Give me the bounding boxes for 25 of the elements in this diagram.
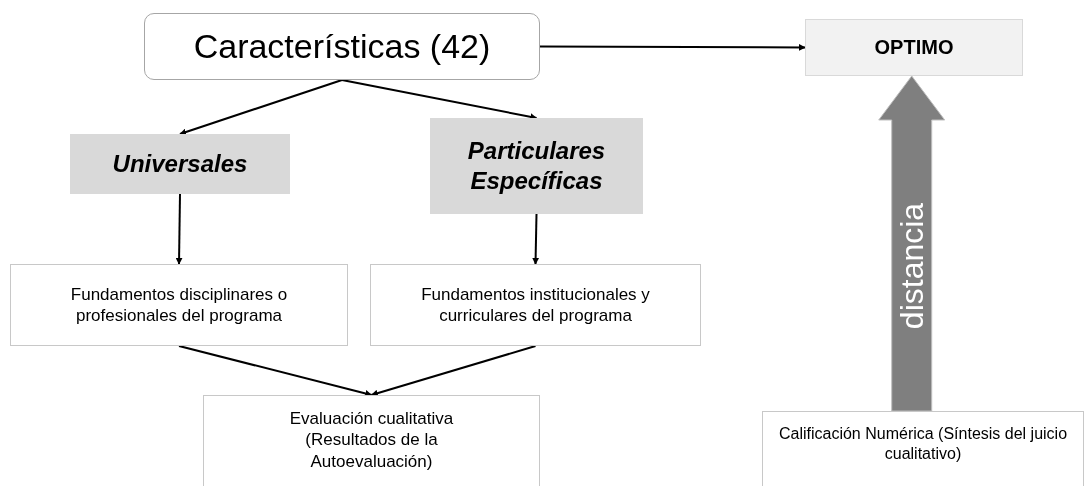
arrow bbox=[178, 345, 373, 397]
arrow bbox=[532, 213, 540, 265]
result-box bbox=[805, 19, 1023, 76]
arrow bbox=[179, 79, 343, 136]
node-label: OPTIMO bbox=[874, 35, 954, 60]
arrow bbox=[539, 44, 806, 51]
arrow bbox=[370, 345, 537, 397]
process-box bbox=[203, 395, 540, 486]
process-box bbox=[10, 264, 348, 346]
node-label: Calificación Numérica (Síntesis del juicio cualitativo) bbox=[777, 424, 1069, 464]
arrow bbox=[175, 193, 183, 265]
edge-label: distancia bbox=[895, 202, 928, 329]
node-label: Fundamentos disciplinares o profesionales del programa bbox=[69, 283, 289, 327]
category-box bbox=[430, 118, 643, 214]
node-label: Universales bbox=[112, 149, 248, 179]
process-box bbox=[370, 264, 701, 346]
rounded-box bbox=[144, 13, 540, 80]
node-label: Características (42) bbox=[193, 26, 491, 68]
node-label: Fundamentos institucionales y curriculares del programa bbox=[420, 283, 651, 327]
node-label: Evaluación cualitativa (Resultados de la Autoevaluación) bbox=[288, 408, 455, 472]
process-box bbox=[762, 411, 1084, 486]
category-box bbox=[70, 134, 290, 194]
arrow bbox=[341, 79, 538, 121]
block-arrow bbox=[878, 75, 946, 412]
node-label: Particulares Específicas bbox=[466, 136, 607, 196]
